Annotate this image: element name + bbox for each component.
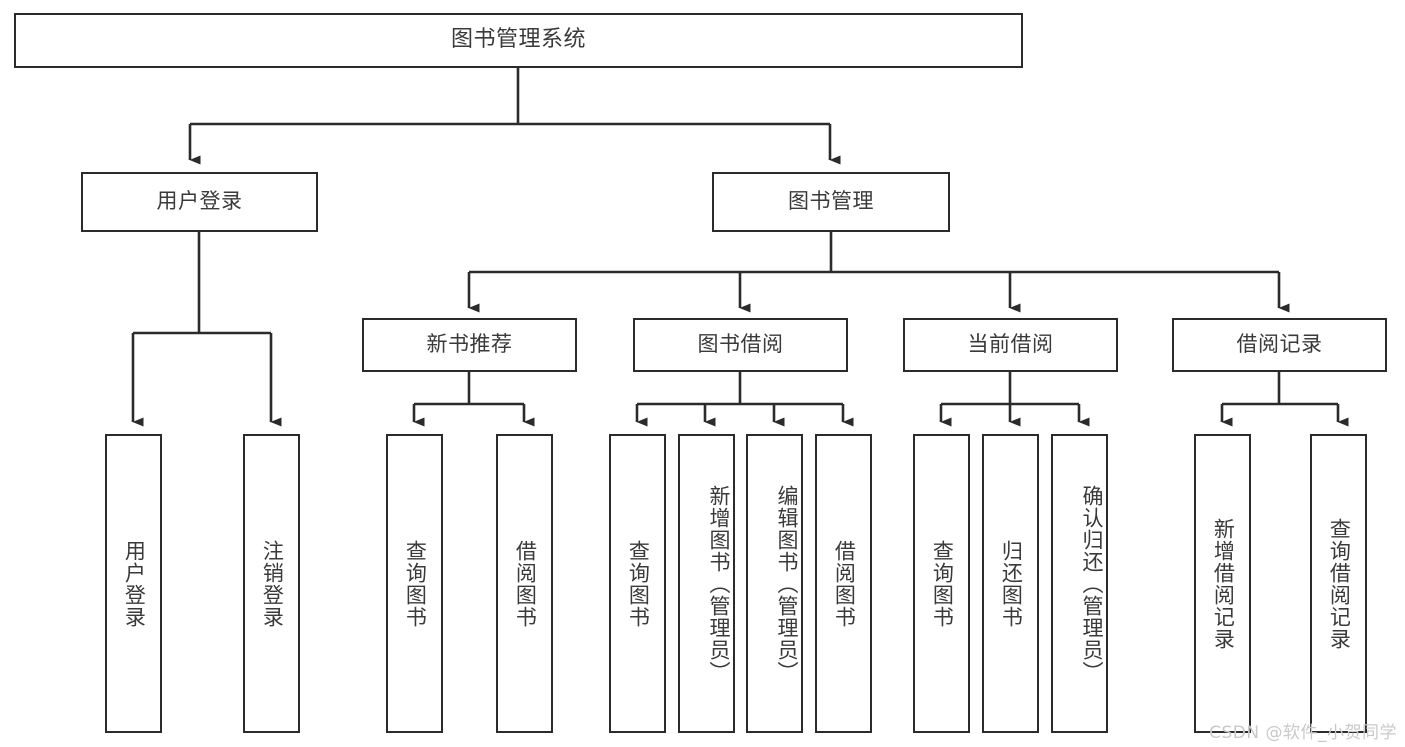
leaf-borrow-record-add[interactable]: 新增借阅记录 [1194, 434, 1251, 733]
leaf-current-borrow-query[interactable]: 查询图书 [913, 434, 970, 733]
leaf-user-login-logout[interactable]: 注销登录 [243, 434, 300, 733]
node-root-system[interactable]: 图书管理系统 [14, 13, 1023, 68]
leaf-book-borrow-edit[interactable]: 编辑图书（管理员） [746, 434, 803, 733]
leaf-new-book-borrow[interactable]: 借阅图书 [496, 434, 553, 733]
node-book-management[interactable]: 图书管理 [712, 172, 950, 232]
node-user-login[interactable]: 用户登录 [81, 172, 318, 232]
leaf-user-login-login[interactable]: 用户登录 [105, 434, 162, 733]
leaf-book-borrow-add[interactable]: 新增图书（管理员） [678, 434, 735, 733]
leaf-borrow-record-query[interactable]: 查询借阅记录 [1310, 434, 1367, 733]
node-current-borrow[interactable]: 当前借阅 [903, 318, 1118, 372]
node-book-borrow[interactable]: 图书借阅 [633, 318, 848, 372]
leaf-new-book-query[interactable]: 查询图书 [386, 434, 443, 733]
node-borrow-record[interactable]: 借阅记录 [1172, 318, 1387, 372]
leaf-book-borrow-query[interactable]: 查询图书 [609, 434, 666, 733]
csdn-watermark: CSDN @软件_小贺同学 [1209, 723, 1397, 743]
node-new-book-recommend[interactable]: 新书推荐 [362, 318, 577, 372]
leaf-current-borrow-confirm-return[interactable]: 确认归还（管理员） [1051, 434, 1108, 733]
leaf-current-borrow-return[interactable]: 归还图书 [982, 434, 1039, 733]
leaf-book-borrow-borrow[interactable]: 借阅图书 [815, 434, 872, 733]
